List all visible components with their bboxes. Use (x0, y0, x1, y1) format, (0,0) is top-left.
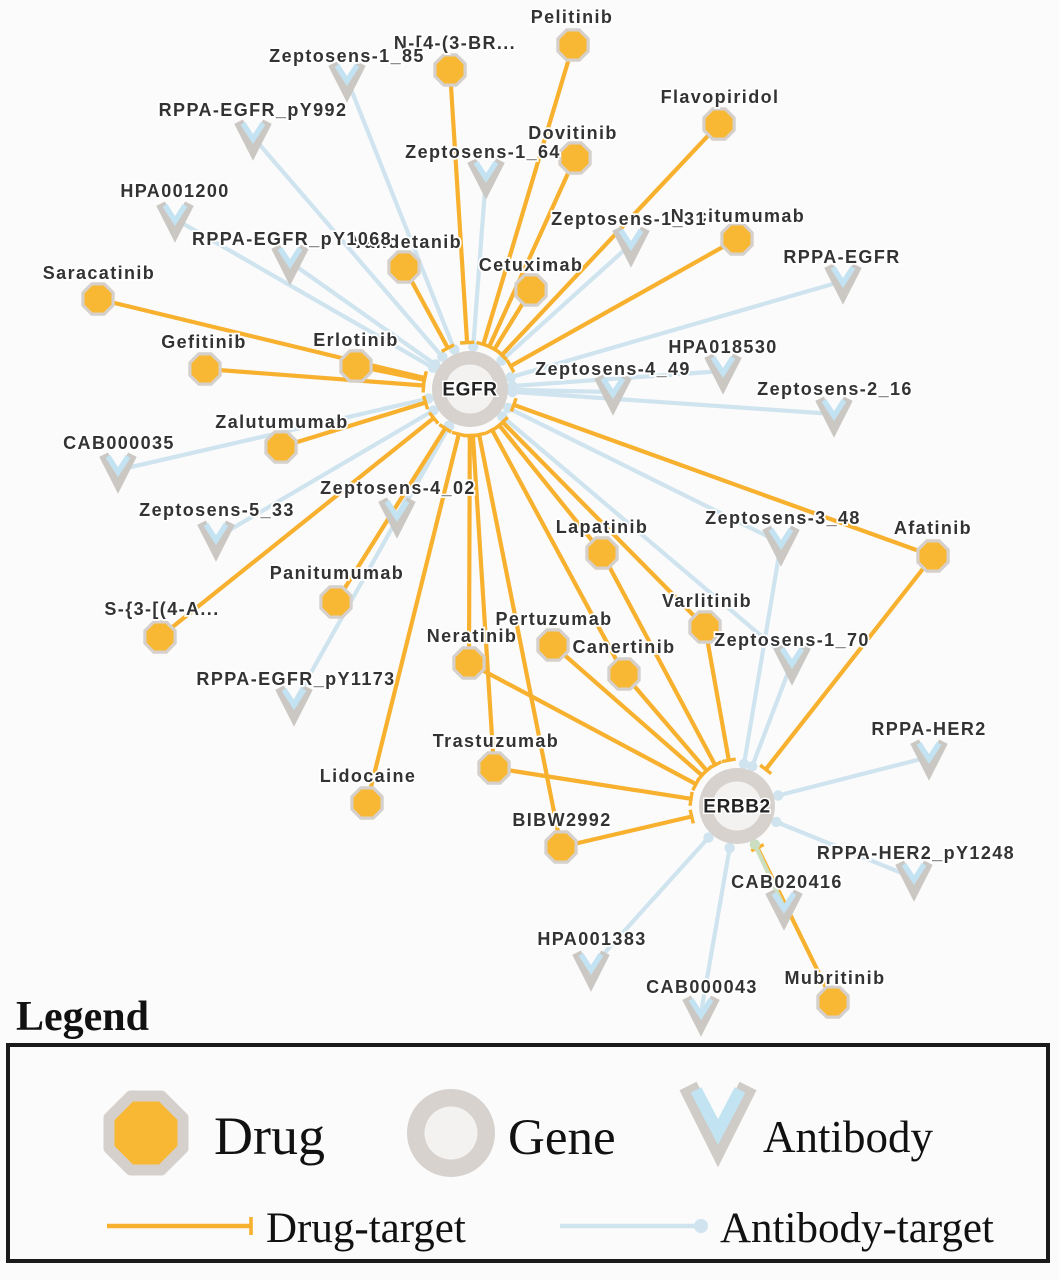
svg-text:Dovitinib: Dovitinib (528, 123, 618, 143)
svg-text:Necitumumab: Necitumumab (671, 206, 805, 226)
svg-text:ERBB2: ERBB2 (703, 797, 770, 818)
svg-text:Lapatinib: Lapatinib (556, 517, 649, 537)
svg-text:Canertinib: Canertinib (572, 637, 675, 657)
svg-text:Zeptosens-1_31: Zeptosens-1_31 (551, 209, 707, 229)
svg-text:Mubritinib: Mubritinib (785, 968, 886, 988)
svg-text:Panitumumab: Panitumumab (270, 563, 404, 583)
svg-text:HPA001200: HPA001200 (120, 181, 229, 201)
svg-text:Zeptosens-1_70: Zeptosens-1_70 (714, 630, 870, 650)
svg-text:Antibody: Antibody (763, 1112, 934, 1162)
svg-text:Zalutumumab: Zalutumumab (215, 412, 348, 432)
svg-text:Flavopiridol: Flavopiridol (661, 87, 780, 107)
svg-text:CAB020416: CAB020416 (731, 872, 843, 892)
svg-text:BIBW2992: BIBW2992 (512, 810, 611, 830)
svg-text:Zeptosens-3_48: Zeptosens-3_48 (705, 508, 861, 528)
svg-text:Pelitinib: Pelitinib (531, 7, 614, 27)
svg-text:Neratinib: Neratinib (427, 626, 518, 646)
svg-text:HPA018530: HPA018530 (668, 337, 777, 357)
svg-text:Zeptosens-1_64: Zeptosens-1_64 (405, 142, 561, 162)
svg-text:RPPA-HER2: RPPA-HER2 (871, 719, 986, 739)
svg-text:RPPA-HER2_pY1248: RPPA-HER2_pY1248 (817, 843, 1015, 863)
svg-text:Zeptosens-4_49: Zeptosens-4_49 (535, 359, 691, 379)
svg-text:HPA001383: HPA001383 (537, 929, 646, 949)
svg-text:Erlotinib: Erlotinib (313, 330, 399, 350)
svg-text:Zeptosens-2_16: Zeptosens-2_16 (757, 379, 913, 399)
svg-text:RPPA-EGFR_pY1173: RPPA-EGFR_pY1173 (196, 669, 395, 689)
svg-text:Pertuzumab: Pertuzumab (495, 609, 612, 629)
svg-text:CAB000043: CAB000043 (646, 977, 758, 997)
svg-text:N-[4-(3-BR...: N-[4-(3-BR... (394, 33, 516, 53)
svg-text:Legend: Legend (16, 994, 149, 1040)
svg-text:Drug-target: Drug-target (266, 1205, 466, 1252)
svg-text:CAB000035: CAB000035 (63, 433, 175, 453)
svg-text:Zeptosens-1_85: Zeptosens-1_85 (269, 46, 425, 66)
svg-text:Gene: Gene (508, 1110, 616, 1166)
svg-text:RPPA-EGFR_pY992: RPPA-EGFR_pY992 (159, 100, 348, 120)
svg-text:RPPA-EGFR_pY1068: RPPA-EGFR_pY1068 (192, 229, 392, 249)
svg-text:EGFR: EGFR (442, 380, 497, 401)
svg-text:Cetuximab: Cetuximab (479, 255, 584, 275)
svg-text:RPPA-EGFR: RPPA-EGFR (783, 247, 900, 267)
svg-text:Lidocaine: Lidocaine (320, 766, 417, 786)
svg-text:S-{3-[(4-A...: S-{3-[(4-A... (104, 599, 219, 619)
svg-text:Varlitinib: Varlitinib (662, 591, 752, 611)
svg-text:Antibody-target: Antibody-target (720, 1205, 994, 1252)
svg-text:Trastuzumab: Trastuzumab (433, 731, 559, 751)
svg-text:Gefitinib: Gefitinib (161, 332, 247, 352)
svg-text:Vandetanib: Vandetanib (352, 232, 462, 252)
svg-text:Zeptosens-5_33: Zeptosens-5_33 (139, 500, 295, 520)
svg-text:Afatinib: Afatinib (894, 518, 972, 538)
svg-text:Saracatinib: Saracatinib (43, 263, 155, 283)
svg-text:Drug: Drug (214, 1106, 325, 1166)
svg-text:Zeptosens-4_02: Zeptosens-4_02 (320, 478, 476, 498)
